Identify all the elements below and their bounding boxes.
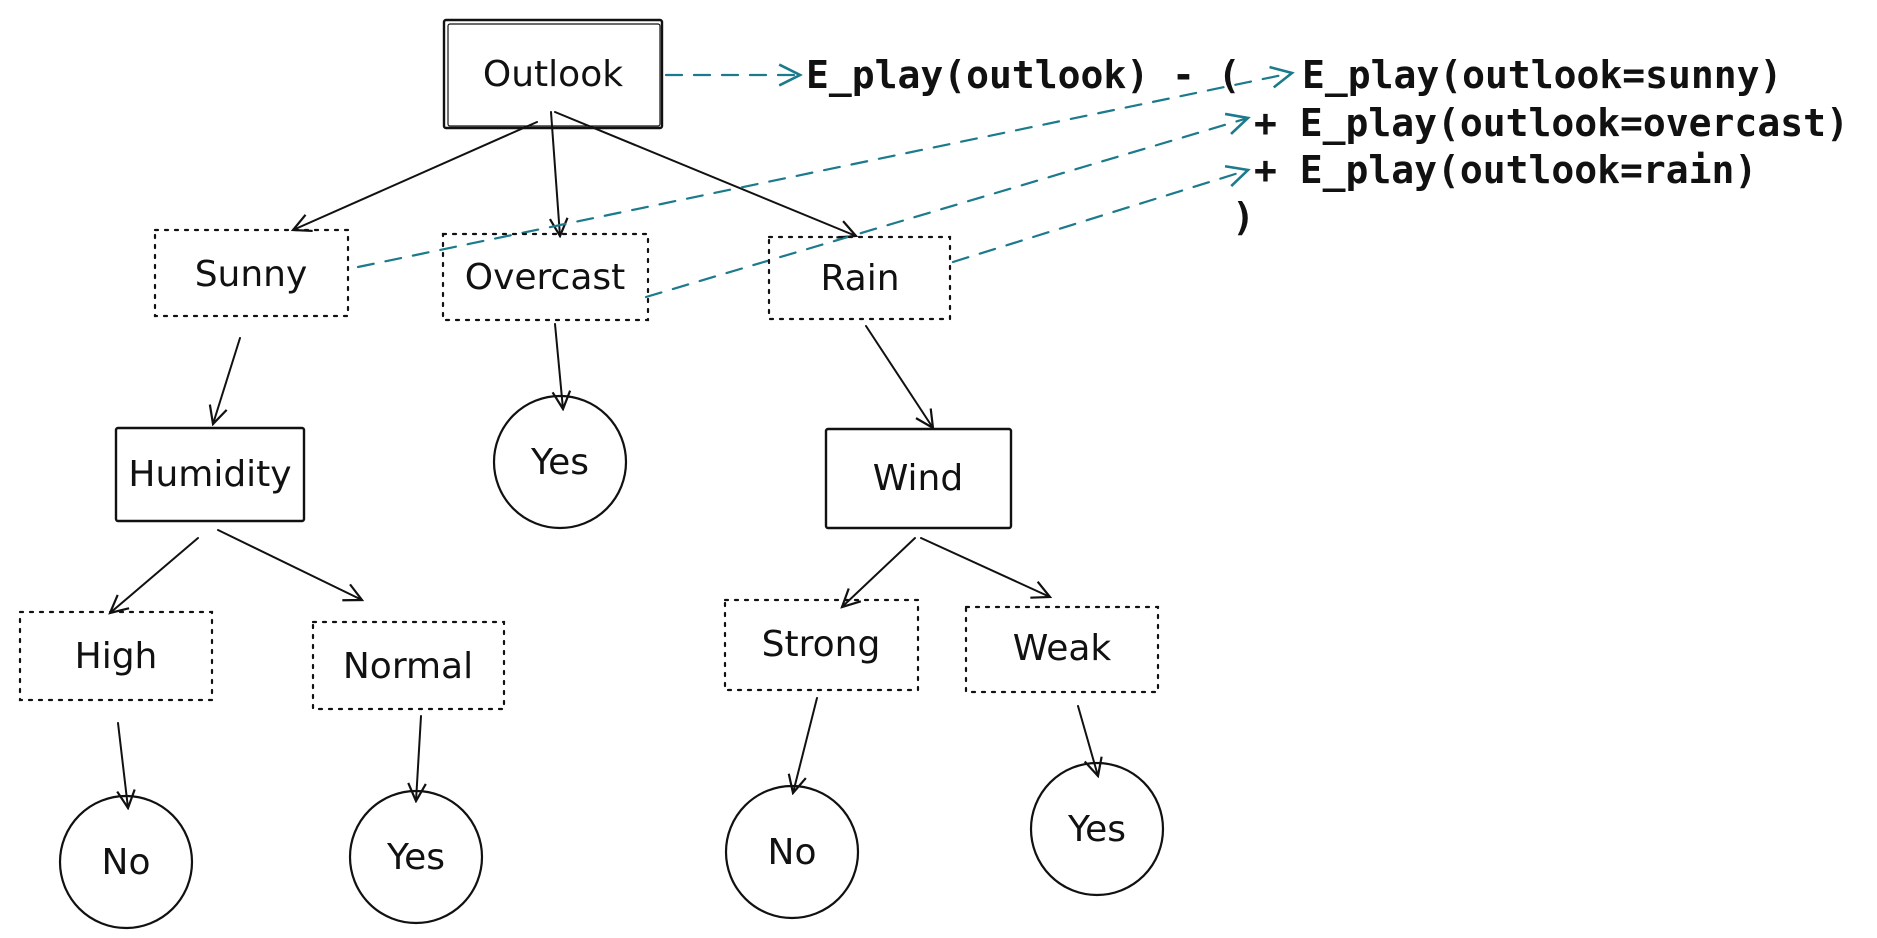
node-strong-label: Strong [762, 624, 881, 665]
edge-sunny-humidity [213, 337, 241, 424]
edge-outlook-sunny [293, 121, 538, 230]
node-overcast: Overcast [441, 232, 650, 322]
node-high: High [18, 610, 214, 702]
edge-overcast-yes [555, 323, 563, 409]
node-weak-leaf-label: Yes [1067, 809, 1126, 850]
node-high-leaf-label: No [102, 842, 151, 883]
edge-humidity-normal [217, 529, 362, 600]
edge-humidity-high [110, 537, 199, 613]
node-overcast-leaf: Yes [492, 394, 628, 530]
tree-edges [110, 111, 1098, 808]
formula-term-overcast: + E_play(outlook=overcast) [1254, 101, 1849, 145]
node-strong-leaf-label: No [768, 832, 817, 873]
edge-wind-weak [920, 537, 1050, 597]
formula-close: ) [1232, 195, 1255, 239]
node-normal-leaf: Yes [348, 789, 484, 925]
node-wind-label: Wind [873, 458, 963, 499]
formula-links [356, 73, 1292, 299]
node-outlook-label: Outlook [483, 54, 623, 95]
formula-term-rain: + E_play(outlook=rain) [1254, 148, 1757, 192]
node-strong: Strong [723, 598, 920, 692]
node-sunny: Sunny [153, 228, 350, 318]
edge-normal-yes [416, 715, 421, 801]
edge-outlook-rain [554, 111, 856, 236]
node-outlook: Outlook [442, 18, 664, 130]
node-rain: Rain [767, 235, 952, 321]
node-normal-label: Normal [343, 646, 473, 687]
formula-term-sunny: E_play(outlook=sunny) [1302, 53, 1782, 97]
node-humidity: Humidity [114, 426, 306, 523]
edge-high-no [118, 722, 128, 808]
node-high-label: High [75, 636, 158, 677]
node-strong-leaf: No [724, 784, 860, 920]
node-normal-leaf-label: Yes [386, 837, 445, 878]
node-sunny-label: Sunny [195, 254, 308, 295]
link-rain-term [951, 170, 1248, 264]
node-weak: Weak [964, 605, 1160, 694]
edge-strong-no [793, 697, 818, 793]
edge-wind-strong [842, 537, 916, 607]
edge-rain-wind [865, 325, 933, 428]
node-normal: Normal [311, 620, 506, 711]
node-high-leaf: No [58, 794, 194, 930]
edge-weak-yes [1077, 705, 1098, 776]
node-weak-leaf: Yes [1029, 761, 1165, 897]
node-overcast-leaf-label: Yes [530, 442, 589, 483]
node-wind: Wind [824, 427, 1013, 530]
node-weak-label: Weak [1013, 628, 1112, 669]
node-rain-label: Rain [820, 258, 899, 299]
edge-outlook-overcast [551, 111, 560, 236]
link-sunny-term [356, 73, 1292, 269]
formula-lhs: E_play(outlook) - ( [806, 53, 1241, 97]
entropy-formula: E_play(outlook) - ( E_play(outlook=sunny… [806, 53, 1849, 239]
node-overcast-label: Overcast [465, 257, 626, 298]
node-humidity-label: Humidity [128, 454, 291, 495]
link-overcast-term [644, 118, 1248, 299]
